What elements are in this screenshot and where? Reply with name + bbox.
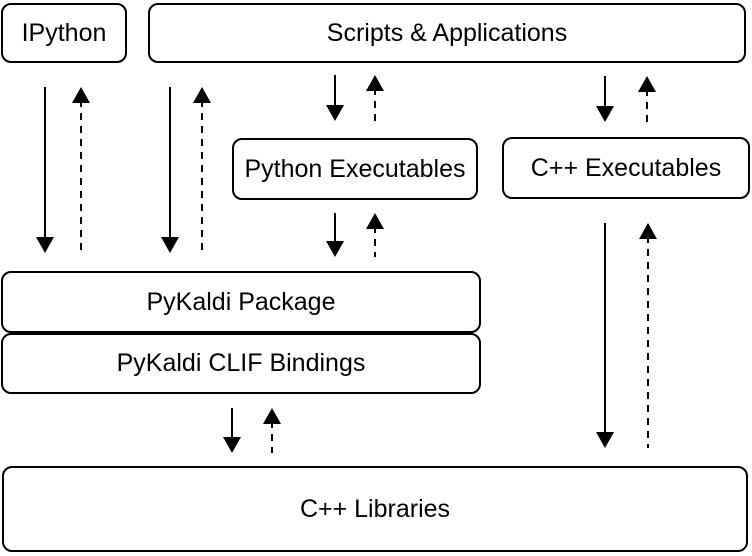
- node-pykaldi-package-label: PyKaldi Package: [146, 287, 336, 316]
- arrow-head: [326, 241, 344, 257]
- arrow-head: [36, 237, 54, 253]
- node-cpp-executables-label: C++ Executables: [530, 153, 722, 182]
- node-cpp-libraries: C++ Libraries: [2, 466, 748, 552]
- dashed-up-arrow-icon: [193, 87, 211, 253]
- arrow-shaft: [230, 408, 234, 440]
- arrow-shaft: [645, 89, 649, 122]
- dashed-up-arrow-icon: [72, 87, 90, 253]
- node-pykaldi-clif-bindings-label: PyKaldi CLIF Bindings: [116, 349, 366, 377]
- dashed-up-arrow-icon: [366, 213, 384, 257]
- arrow-shaft: [646, 236, 650, 448]
- arrow-shaft: [43, 87, 47, 240]
- arrow-head: [596, 106, 614, 122]
- solid-down-arrow-icon: [161, 87, 179, 253]
- node-pykaldi-clif-bindings: PyKaldi CLIF Bindings: [1, 333, 481, 394]
- solid-down-arrow-icon: [36, 87, 54, 253]
- arrow-shaft: [168, 87, 172, 240]
- solid-down-arrow-icon: [326, 75, 344, 121]
- dashed-up-arrow-icon: [263, 408, 281, 453]
- arrow-head: [366, 213, 384, 229]
- arrow-shaft: [603, 76, 607, 109]
- arrow-head: [326, 105, 344, 121]
- arrow-head: [596, 432, 614, 448]
- node-ipython-label: IPython: [21, 18, 107, 47]
- arrow-shaft: [200, 100, 204, 253]
- dashed-up-arrow-icon: [639, 223, 657, 448]
- node-python-executables: Python Executables: [232, 138, 478, 200]
- node-python-executables-label: Python Executables: [244, 154, 466, 183]
- arrow-head: [193, 87, 211, 103]
- solid-down-arrow-icon: [326, 213, 344, 257]
- node-cpp-executables: C++ Executables: [502, 137, 750, 199]
- solid-down-arrow-icon: [223, 408, 241, 453]
- arrow-head: [223, 437, 241, 453]
- arrow-shaft: [270, 421, 274, 453]
- arrow-head: [72, 87, 90, 103]
- arrow-shaft: [79, 100, 83, 253]
- solid-down-arrow-icon: [596, 76, 614, 122]
- arrow-head: [263, 408, 281, 424]
- node-scripts-applications-label: Scripts & Applications: [326, 18, 568, 47]
- node-pykaldi-package: PyKaldi Package: [1, 271, 481, 333]
- node-cpp-libraries-label: C++ Libraries: [299, 494, 451, 523]
- dashed-up-arrow-icon: [366, 75, 384, 121]
- arrow-shaft: [373, 226, 377, 257]
- node-scripts-applications: Scripts & Applications: [148, 3, 746, 63]
- arrow-head: [366, 75, 384, 91]
- node-ipython: IPython: [1, 3, 127, 63]
- arrow-shaft: [333, 75, 337, 108]
- arrow-shaft: [373, 88, 377, 121]
- arrow-shaft: [333, 213, 337, 244]
- arrow-head: [638, 76, 656, 92]
- arrow-shaft: [603, 223, 607, 435]
- solid-down-arrow-icon: [596, 223, 614, 448]
- dashed-up-arrow-icon: [638, 76, 656, 122]
- arrow-head: [639, 223, 657, 239]
- arrow-head: [161, 237, 179, 253]
